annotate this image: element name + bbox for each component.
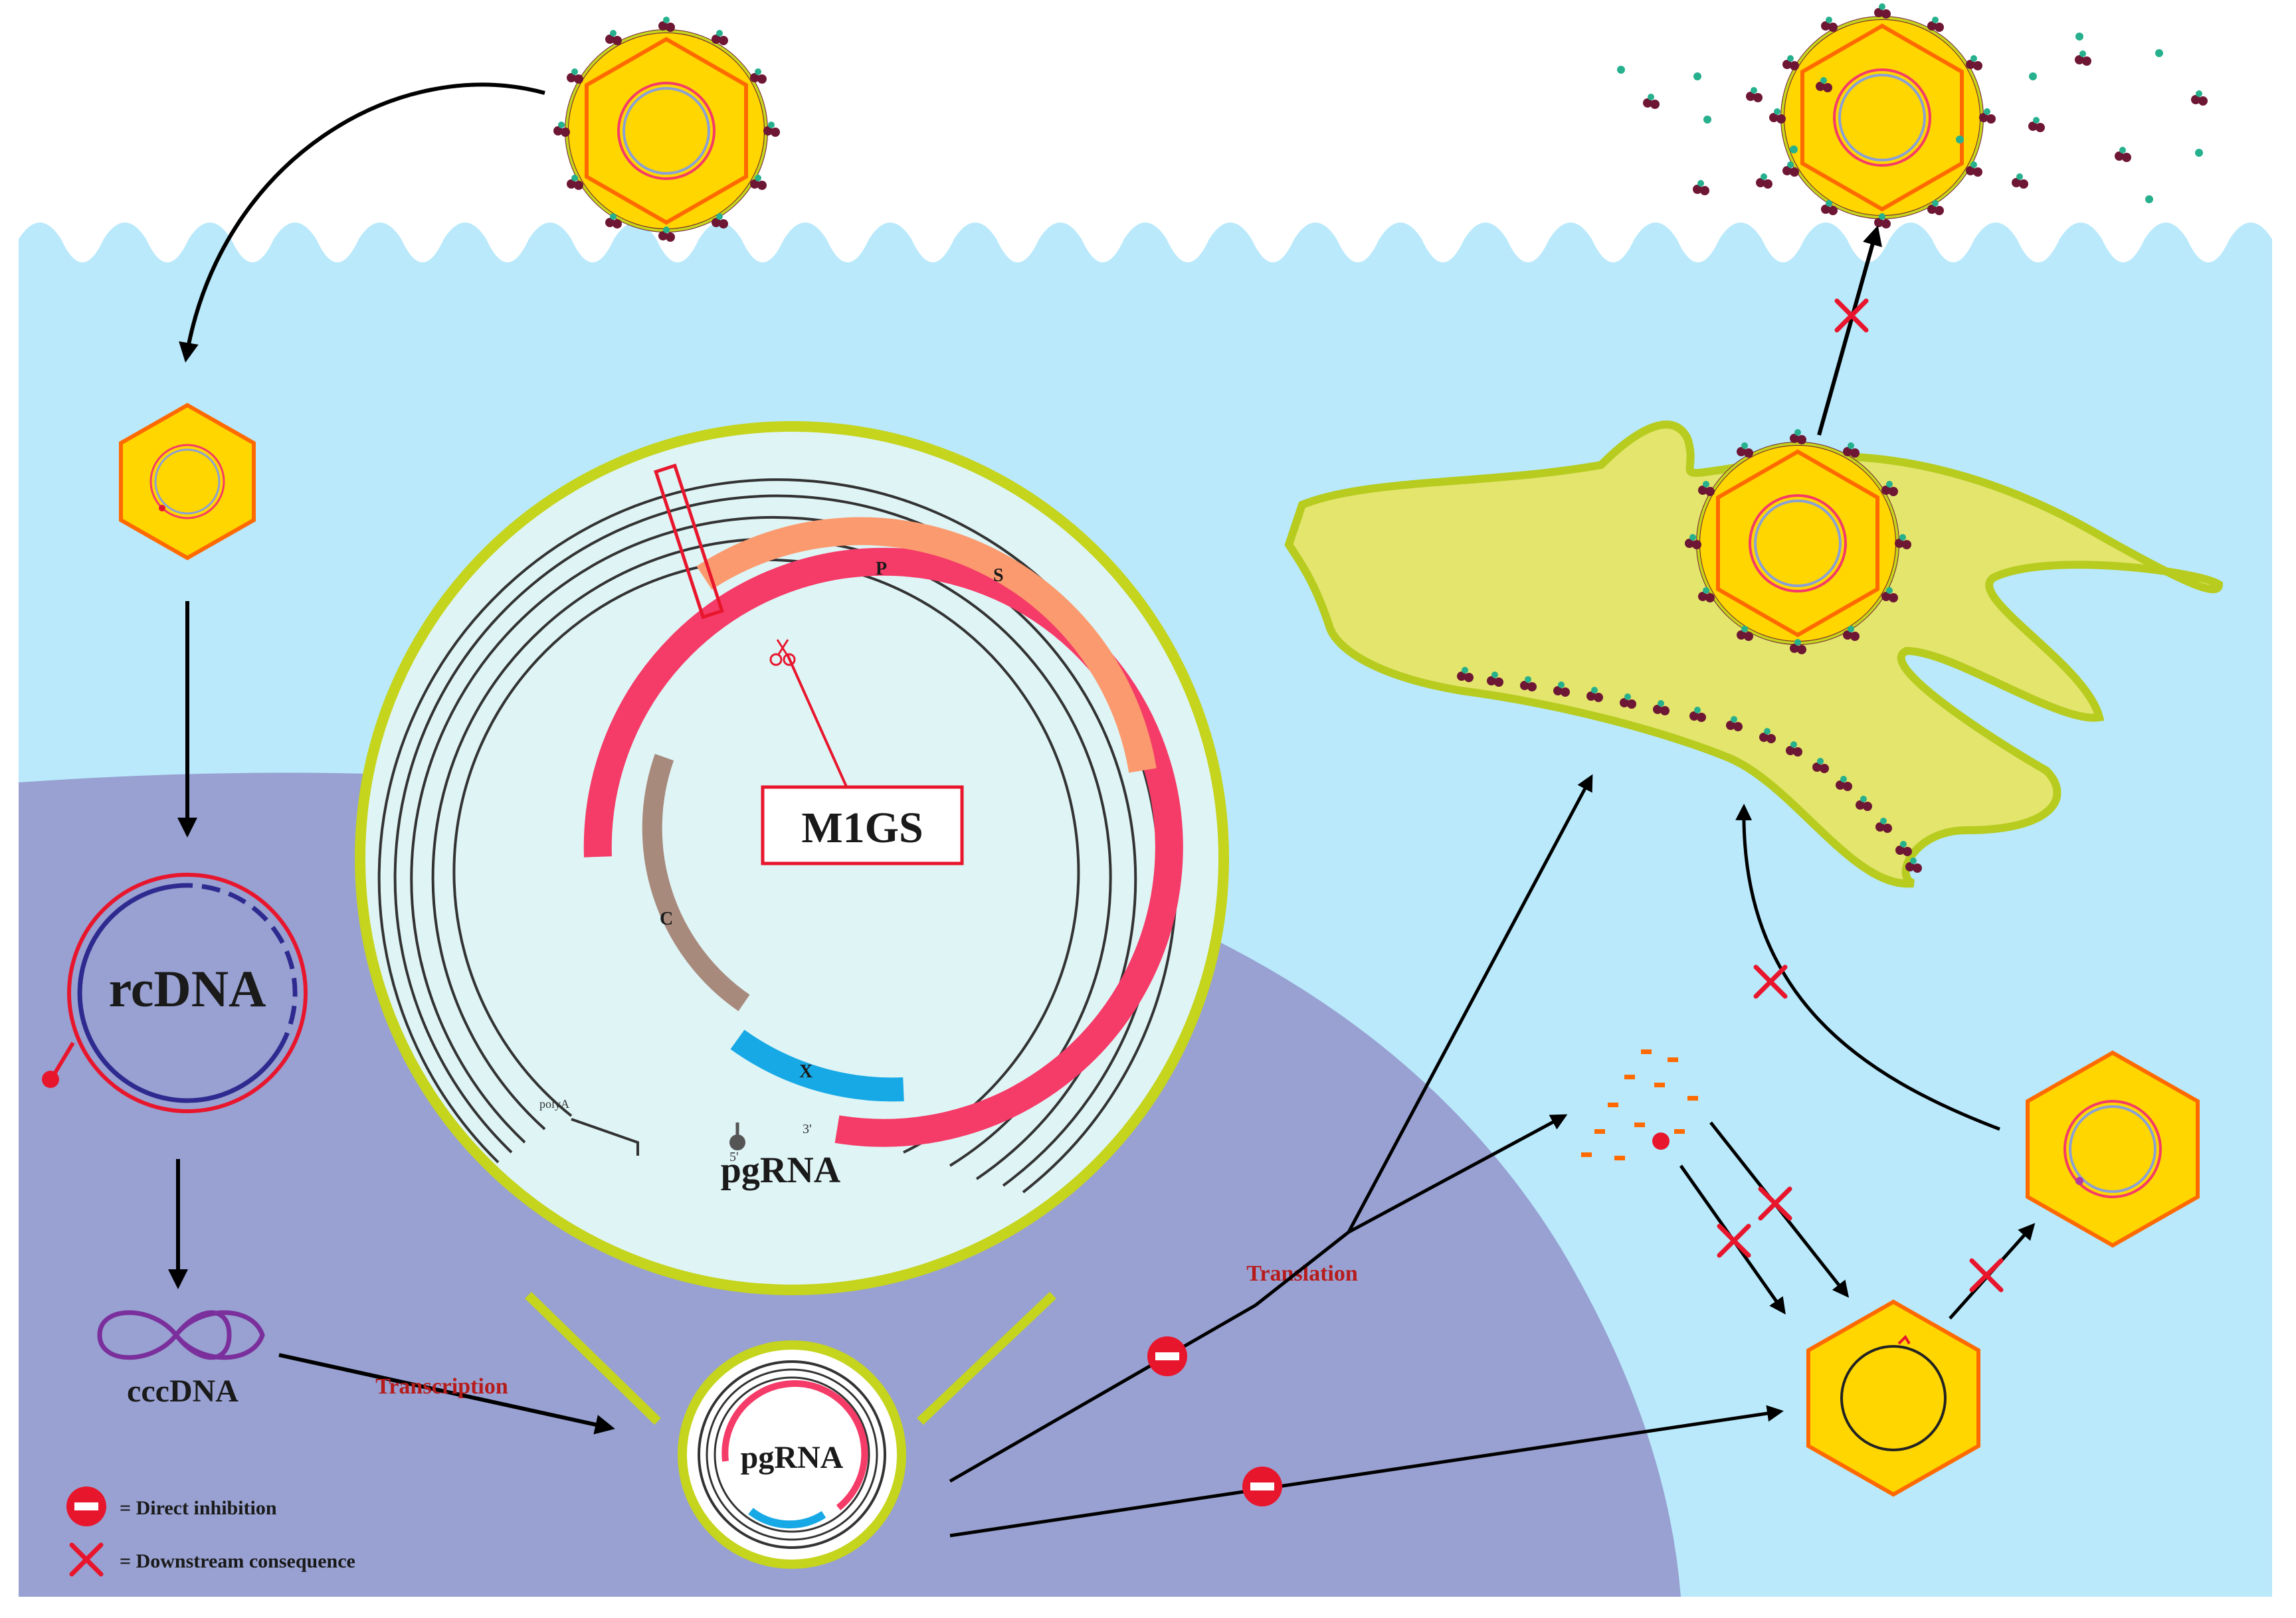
arrow-icon <box>1347 1114 1568 1234</box>
zoom-connector <box>525 1291 1056 1425</box>
endoplasmic-reticulum <box>1284 420 2224 888</box>
envelopment-arrow <box>1735 804 2000 1131</box>
pgrna-zoom-label: pgRNA <box>721 1150 841 1191</box>
pgrna-small-circle <box>678 1340 906 1569</box>
gene-x-label: X <box>799 1061 813 1082</box>
three-prime-label: 3' <box>803 1122 812 1136</box>
rcdna-genome <box>42 873 308 1113</box>
inhibition-icon <box>66 1486 106 1526</box>
m1gs-probe <box>654 463 964 865</box>
cccdna-icon <box>97 1310 265 1360</box>
gene-p-label: P <box>876 559 887 579</box>
transcription-label: Transcription <box>375 1374 508 1399</box>
inhibition-icon <box>1147 1336 1187 1376</box>
entry-arrow <box>179 82 545 363</box>
pgrna-small-label: pgRNA <box>741 1440 844 1475</box>
translation-branch <box>1254 1231 1350 1306</box>
gene-c-label: C <box>660 909 673 929</box>
rcdna-label: rcDNA <box>109 960 266 1018</box>
mature-nucleocapsid-icon <box>2026 1050 2200 1248</box>
inhibition-icon <box>1242 1467 1282 1506</box>
scissors-icon <box>769 639 796 666</box>
released-surface-particles <box>1617 33 2208 203</box>
legend: = Direct inhibition = Downstream consequ… <box>66 1486 355 1574</box>
gene-s-label: S <box>993 565 1004 586</box>
arrow-icon <box>1347 774 1593 1233</box>
encapsidation-arrow <box>949 1405 1784 1538</box>
translation-label: Translation <box>1246 1261 1358 1286</box>
m1gs-label: M1GS <box>801 804 923 852</box>
polya-label: polyA <box>539 1097 569 1111</box>
transcription-arrow <box>278 1353 615 1435</box>
translation-line <box>949 1303 1257 1483</box>
translated-proteins <box>1581 1049 1698 1160</box>
cccdna-label: cccDNA <box>127 1374 239 1409</box>
legend-inhibition-text: = Direct inhibition <box>120 1497 277 1519</box>
legend-consequence-text: = Downstream consequence <box>120 1550 355 1572</box>
five-prime-label: 5' <box>729 1150 739 1164</box>
immature-nucleocapsid-icon <box>1806 1299 1980 1497</box>
secretion-arrow <box>1817 225 1882 436</box>
